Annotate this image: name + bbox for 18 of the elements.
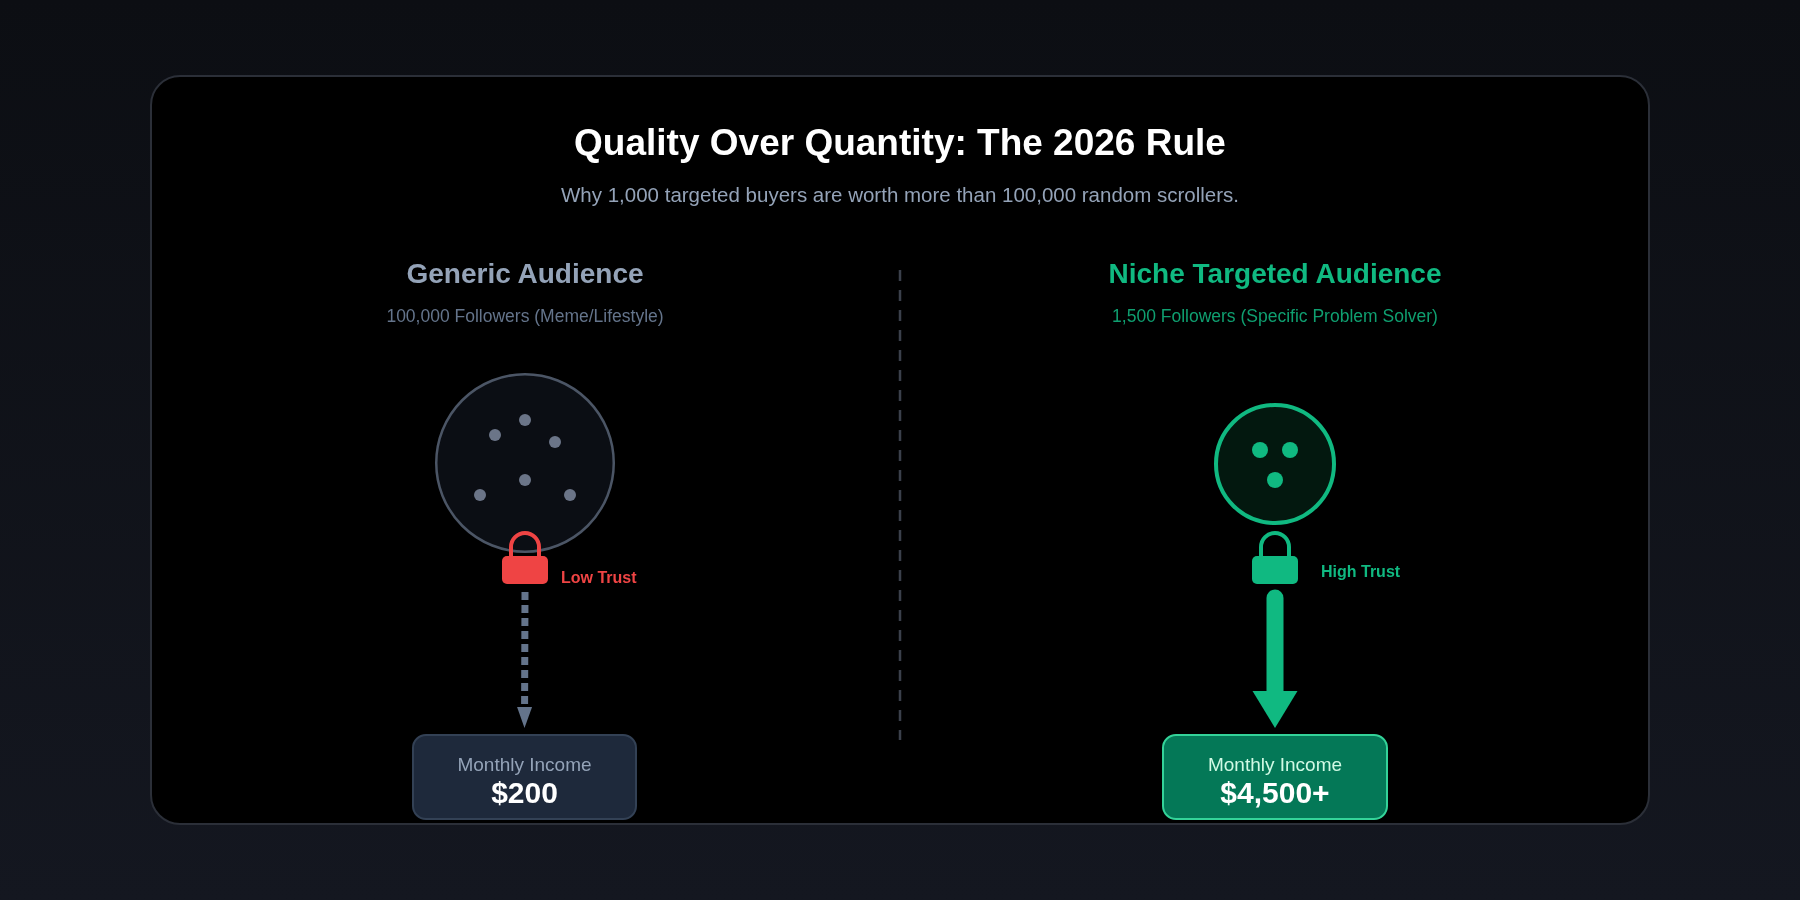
column-subheading: 100,000 Followers (Meme/Lifestyle) [386,305,664,327]
income-card [1162,734,1388,820]
circle-with-dots [1214,403,1336,525]
lock-caption: Low Trust [561,568,637,588]
subtitle: Why 1,000 targeted buyers are worth more than 100,000 random scrollers. [561,183,1239,207]
lock-icon [502,531,548,584]
title: Quality Over Quantity: The 2026 Rule [574,121,1226,165]
column-heading: Niche Targeted Audience [1108,257,1442,291]
income-label: Monthly Income [457,754,592,776]
income-value: $4,500+ [1220,775,1330,811]
column-subheading: 1,500 Followers (Specific Problem Solver) [1112,305,1438,327]
income-card [412,734,637,820]
circle-with-dots [435,373,615,553]
column-heading: Generic Audience [406,257,644,291]
lock-caption: High Trust [1321,562,1401,582]
income-label: Monthly Income [1207,754,1343,776]
lock-icon [1252,531,1298,584]
income-value: $200 [491,775,558,811]
